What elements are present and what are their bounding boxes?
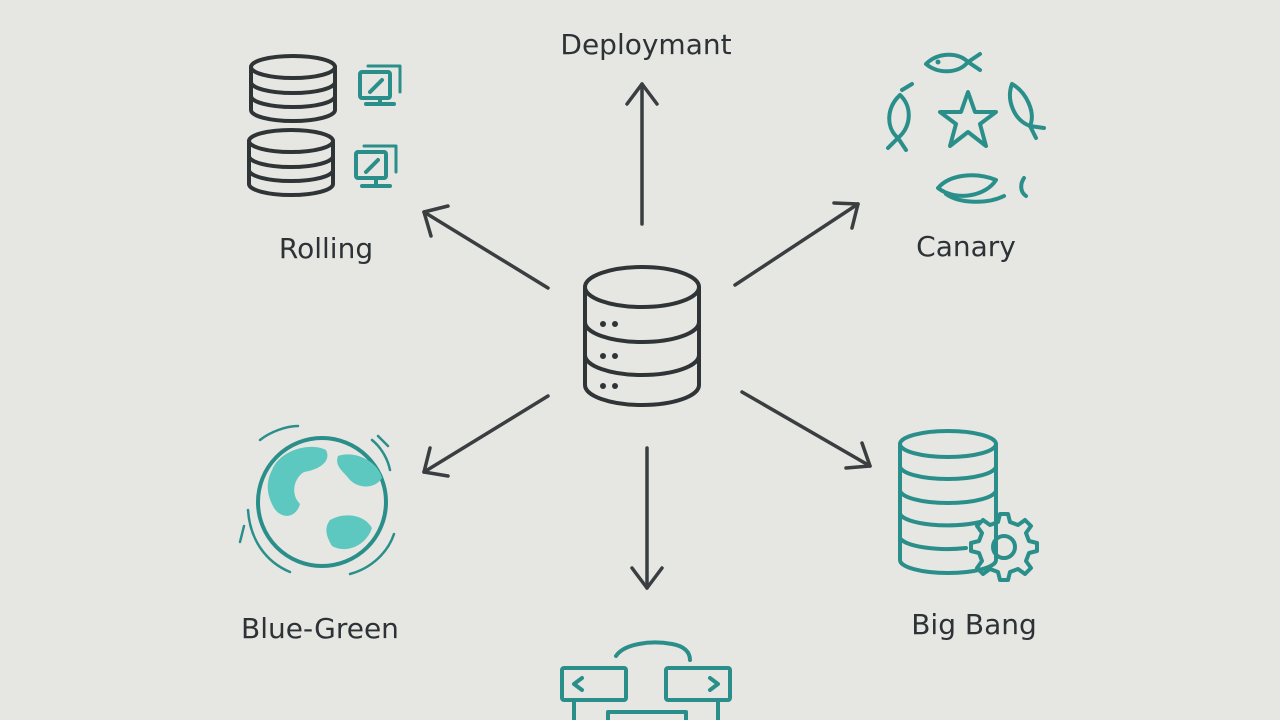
globe-icon xyxy=(238,424,396,576)
arrow-down xyxy=(630,446,664,590)
arrow-to-blue-green xyxy=(422,394,550,478)
node-blue-green: Blue-Green xyxy=(238,424,399,645)
arrow-to-big-bang xyxy=(740,390,872,470)
node-big-bang: Big Bang xyxy=(898,429,1039,641)
database-stack-icon xyxy=(898,429,998,575)
gear-icon xyxy=(969,512,1039,582)
node-canary: Canary xyxy=(886,52,1046,263)
node-rolling: Rolling xyxy=(247,54,402,265)
canary-birds-icon xyxy=(886,52,1046,204)
label-blue-green: Blue-Green xyxy=(241,612,399,645)
central-database-icon xyxy=(583,265,701,407)
label-canary: Canary xyxy=(916,230,1016,263)
arrow-to-rolling xyxy=(422,204,550,290)
server-switch-icon xyxy=(560,640,732,720)
node-bottom xyxy=(560,640,732,720)
monitor-icon xyxy=(358,64,402,106)
label-rolling: Rolling xyxy=(279,232,373,265)
label-big-bang: Big Bang xyxy=(911,608,1037,641)
arrow-to-canary xyxy=(733,201,860,287)
label-deployment: Deploymant xyxy=(560,28,731,61)
monitor-icon xyxy=(354,144,398,188)
arrow-up xyxy=(625,82,659,226)
stacked-databases-icon xyxy=(247,54,337,197)
